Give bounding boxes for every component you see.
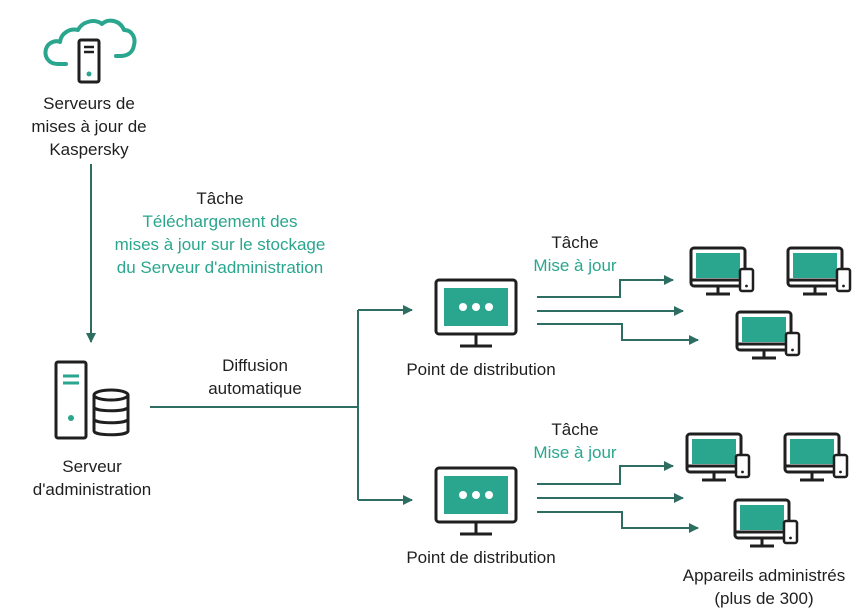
dp1-task-label: Tâche Mise à jour: [515, 231, 635, 277]
download-task-name-line-2: mises à jour sur le stockage: [114, 235, 326, 254]
download-task-name-line-1: Téléchargement des: [142, 212, 298, 231]
diffusion-connector: [150, 305, 413, 505]
desktop-phone-icon: [783, 432, 849, 482]
download-task-name-line-3: du Serveur d'administration: [116, 258, 324, 277]
dp2-task-label: Tâche Mise à jour: [515, 418, 635, 464]
desktop-phone-icon: [735, 310, 801, 360]
distribution-point-2-monitor-icon: [434, 466, 518, 536]
managed-devices-group-2: [685, 432, 849, 548]
managed-devices-label: Appareils administrés (plus de 300): [664, 564, 864, 610]
kaspersky-label-line-2: mises à jour de: [31, 117, 147, 136]
dp1-device-arrows: [537, 275, 699, 345]
admin-server-label: Serveur d'administration: [0, 455, 184, 501]
managed-devices-label-line-2: (plus de 300): [714, 589, 814, 608]
distribution-point-2-label: Point de distribution: [406, 548, 556, 567]
dp2-task-name: Mise à jour: [533, 443, 617, 462]
cloud-server-icon: [43, 18, 137, 84]
distribution-point-1-label: Point de distribution: [406, 360, 556, 379]
managed-devices-group-1: [689, 246, 852, 360]
managed-devices-label-line-1: Appareils administrés: [682, 566, 846, 585]
dp2-task-title: Tâche: [551, 420, 599, 439]
kaspersky-label-line-1: Serveurs de: [43, 94, 135, 113]
dp1-task-name: Mise à jour: [533, 256, 617, 275]
diffusion-label-line-1: Diffusion: [222, 356, 288, 375]
download-task-label: Tâche Téléchargement des mises à jour su…: [100, 187, 340, 279]
desktop-phone-icon: [689, 246, 755, 296]
desktop-phone-icon: [733, 498, 799, 548]
download-task-title: Tâche: [196, 189, 244, 208]
kaspersky-servers-label: Serveurs de mises à jour de Kaspersky: [0, 92, 178, 161]
diffusion-label-line-2: automatique: [208, 379, 302, 398]
desktop-phone-icon: [685, 432, 751, 482]
desktop-phone-icon: [786, 246, 852, 296]
distribution-point-1-monitor-icon: [434, 278, 518, 348]
kaspersky-label-line-3: Kaspersky: [49, 140, 129, 159]
dp2-device-arrows: [537, 461, 699, 533]
admin-server-label-line-2: d'administration: [32, 480, 152, 499]
diffusion-label: Diffusion automatique: [185, 354, 325, 400]
dp1-task-title: Tâche: [551, 233, 599, 252]
server-database-icon: [54, 360, 130, 440]
admin-server-label-line-1: Serveur: [62, 457, 122, 476]
